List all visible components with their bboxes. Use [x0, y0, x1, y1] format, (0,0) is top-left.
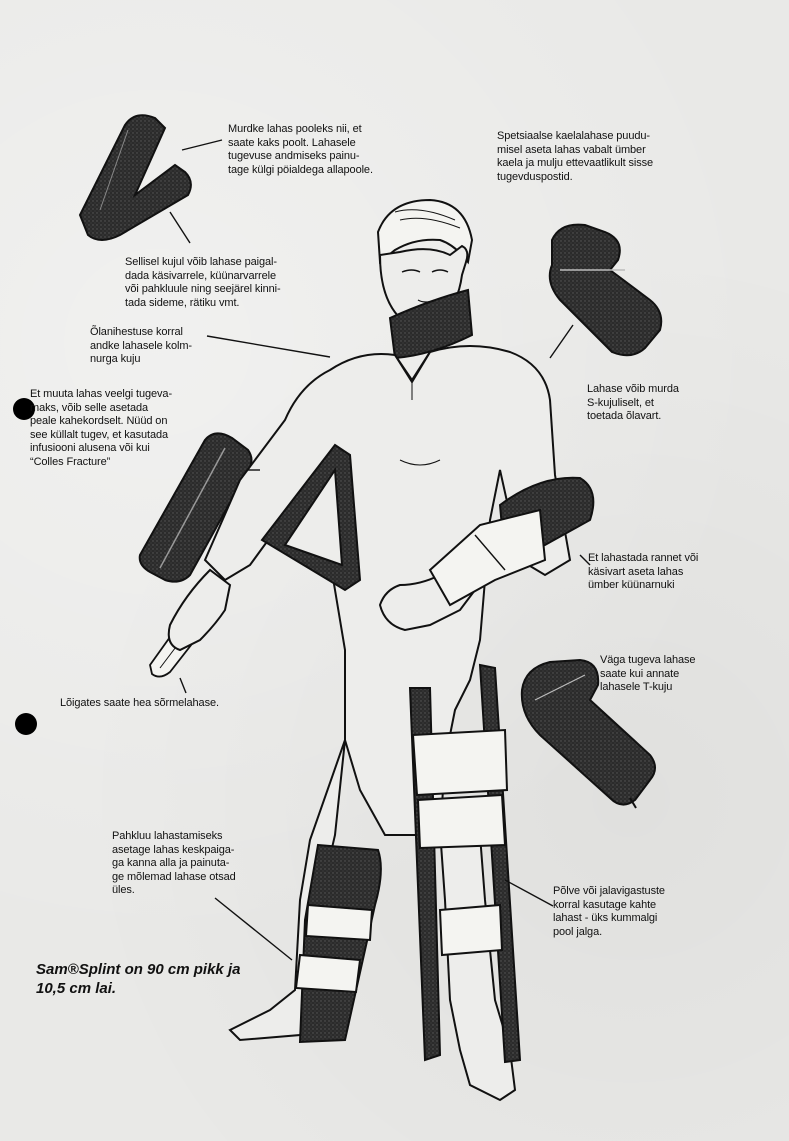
t-splint-icon [520, 658, 656, 809]
s-splint-icon [548, 223, 663, 357]
note-ankle: Pahkluu lahastamiseks asetage lahas kesk… [112, 830, 236, 896]
ankle-splint-icon [294, 843, 382, 1044]
footer-caption: Sam®Splint on 90 cm pikk ja 10,5 cm lai. [36, 960, 240, 998]
leg-splint-icon [408, 663, 522, 1064]
punch-hole-bottom [15, 713, 37, 735]
footer-line-2: 10,5 cm lai. [36, 980, 117, 997]
note-forearm-shape: Sellisel kujul võib lahase paigal- dada … [125, 256, 281, 309]
triangle-splint-icon [260, 443, 362, 592]
note-knee-leg: Põlve või jalavigastuste korral kasutage… [553, 885, 665, 938]
note-neck-collar: Spetsiaalse kaelalahase puudu- misel ase… [497, 130, 654, 183]
note-t-shape: Väga tugeva lahase saate kui annate laha… [600, 654, 696, 693]
footer-line-1: Sam®Splint on 90 cm pikk ja [36, 961, 241, 978]
note-double-layer: Et muuta lahas veelgi tugeva- maks, võib… [30, 388, 173, 468]
elbow-splint-icon [428, 476, 595, 607]
note-shoulder-corner: Õlanihestuse korral andke lahasele kolm-… [90, 326, 192, 365]
note-wrist: Et lahastada rannet või käsivart aseta l… [588, 552, 699, 591]
v-splint-icon [78, 114, 192, 241]
note-finger: Lõigates saate hea sõrmelahase. [60, 697, 219, 709]
punch-hole-top [13, 398, 35, 420]
leader-lines [169, 139, 591, 961]
note-fold-splint: Murdke lahas pooleks nii, et saate kaks … [228, 123, 373, 176]
note-s-shape: Lahase võib murda S-kujuliselt, et toeta… [587, 383, 679, 422]
